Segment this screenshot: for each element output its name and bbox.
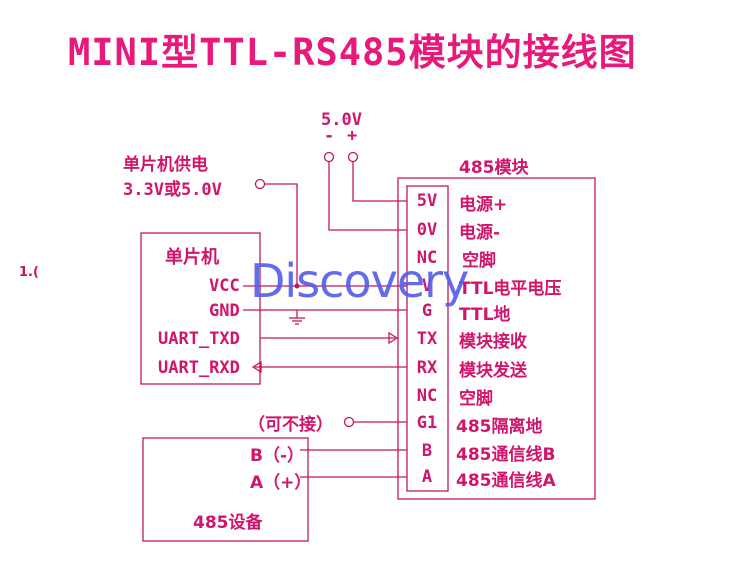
optional-note: （可不接） — [248, 415, 333, 435]
module-fn-rx: 模块发送 — [459, 361, 527, 381]
device-a-label: A（+） — [250, 473, 312, 493]
module-pin-tx: TX — [416, 329, 438, 349]
module-pin-g: G — [421, 301, 433, 321]
module-pin-nc1: NC — [416, 248, 438, 268]
device-title: 485设备 — [193, 513, 263, 533]
module-pin-g1: G1 — [416, 413, 438, 433]
module-title: 485模块 — [459, 158, 529, 178]
module-fn-0v: 电源- — [459, 223, 501, 243]
device-b-label: B（-） — [250, 446, 305, 466]
device-box — [142, 437, 309, 542]
wire-mcu-supply — [265, 183, 298, 286]
wire-5v — [352, 162, 407, 202]
mcu-supply-voltage: 3.3V或5.0V — [123, 180, 222, 200]
module-fn-g1: 485隔离地 — [456, 417, 543, 437]
mcu-pin-txd: UART_TXD — [158, 329, 240, 349]
mcu-pin-gnd: GND — [209, 301, 240, 321]
module-fn-a: 485通信线A — [456, 471, 556, 491]
module-fn-nc2: 空脚 — [459, 389, 493, 409]
module-pin-b: B — [421, 441, 433, 461]
mcu-pin-vcc: VCC — [209, 276, 240, 296]
module-fn-g: TTL地 — [459, 305, 511, 325]
arrow-rxd — [251, 360, 262, 374]
wire-0v — [328, 162, 407, 231]
module-pin-rx: RX — [416, 358, 438, 378]
module-outer-box — [397, 177, 596, 500]
module-pin-0v: 0V — [416, 220, 438, 240]
module-pin-a: A — [421, 467, 433, 487]
power-voltage-label: 5.0V — [321, 110, 362, 130]
mcu-title: 单片机 — [165, 247, 219, 268]
module-fn-5v: 电源+ — [459, 195, 508, 215]
mcu-supply-label: 单片机供电 — [123, 155, 208, 175]
module-pin-nc2: NC — [416, 386, 438, 406]
mcu-supply-terminal — [254, 178, 266, 190]
watermark-text: Discovery — [250, 254, 469, 308]
power-minus-label: - — [324, 126, 335, 146]
mcu-pin-rxd: UART_RXD — [158, 358, 240, 378]
g1-terminal — [343, 416, 355, 428]
module-fn-tx: 模块接收 — [459, 332, 527, 352]
module-fn-b: 485通信线B — [456, 445, 556, 465]
module-pin-5v: 5V — [416, 191, 438, 211]
module-fn-v: TTL电平电压 — [459, 279, 562, 299]
power-minus-terminal — [323, 151, 335, 163]
power-plus-label: + — [347, 126, 358, 146]
mcu-box — [140, 232, 261, 385]
arrow-txd — [388, 331, 399, 345]
module-pin-v: V — [421, 276, 433, 296]
module-pin-box — [406, 185, 449, 492]
page-title: MINI型TTL-RS485模块的接线图 — [68, 31, 637, 74]
module-fn-nc1: 空脚 — [462, 251, 496, 271]
stray-text: 1.( — [19, 265, 39, 280]
power-plus-terminal — [347, 151, 359, 163]
